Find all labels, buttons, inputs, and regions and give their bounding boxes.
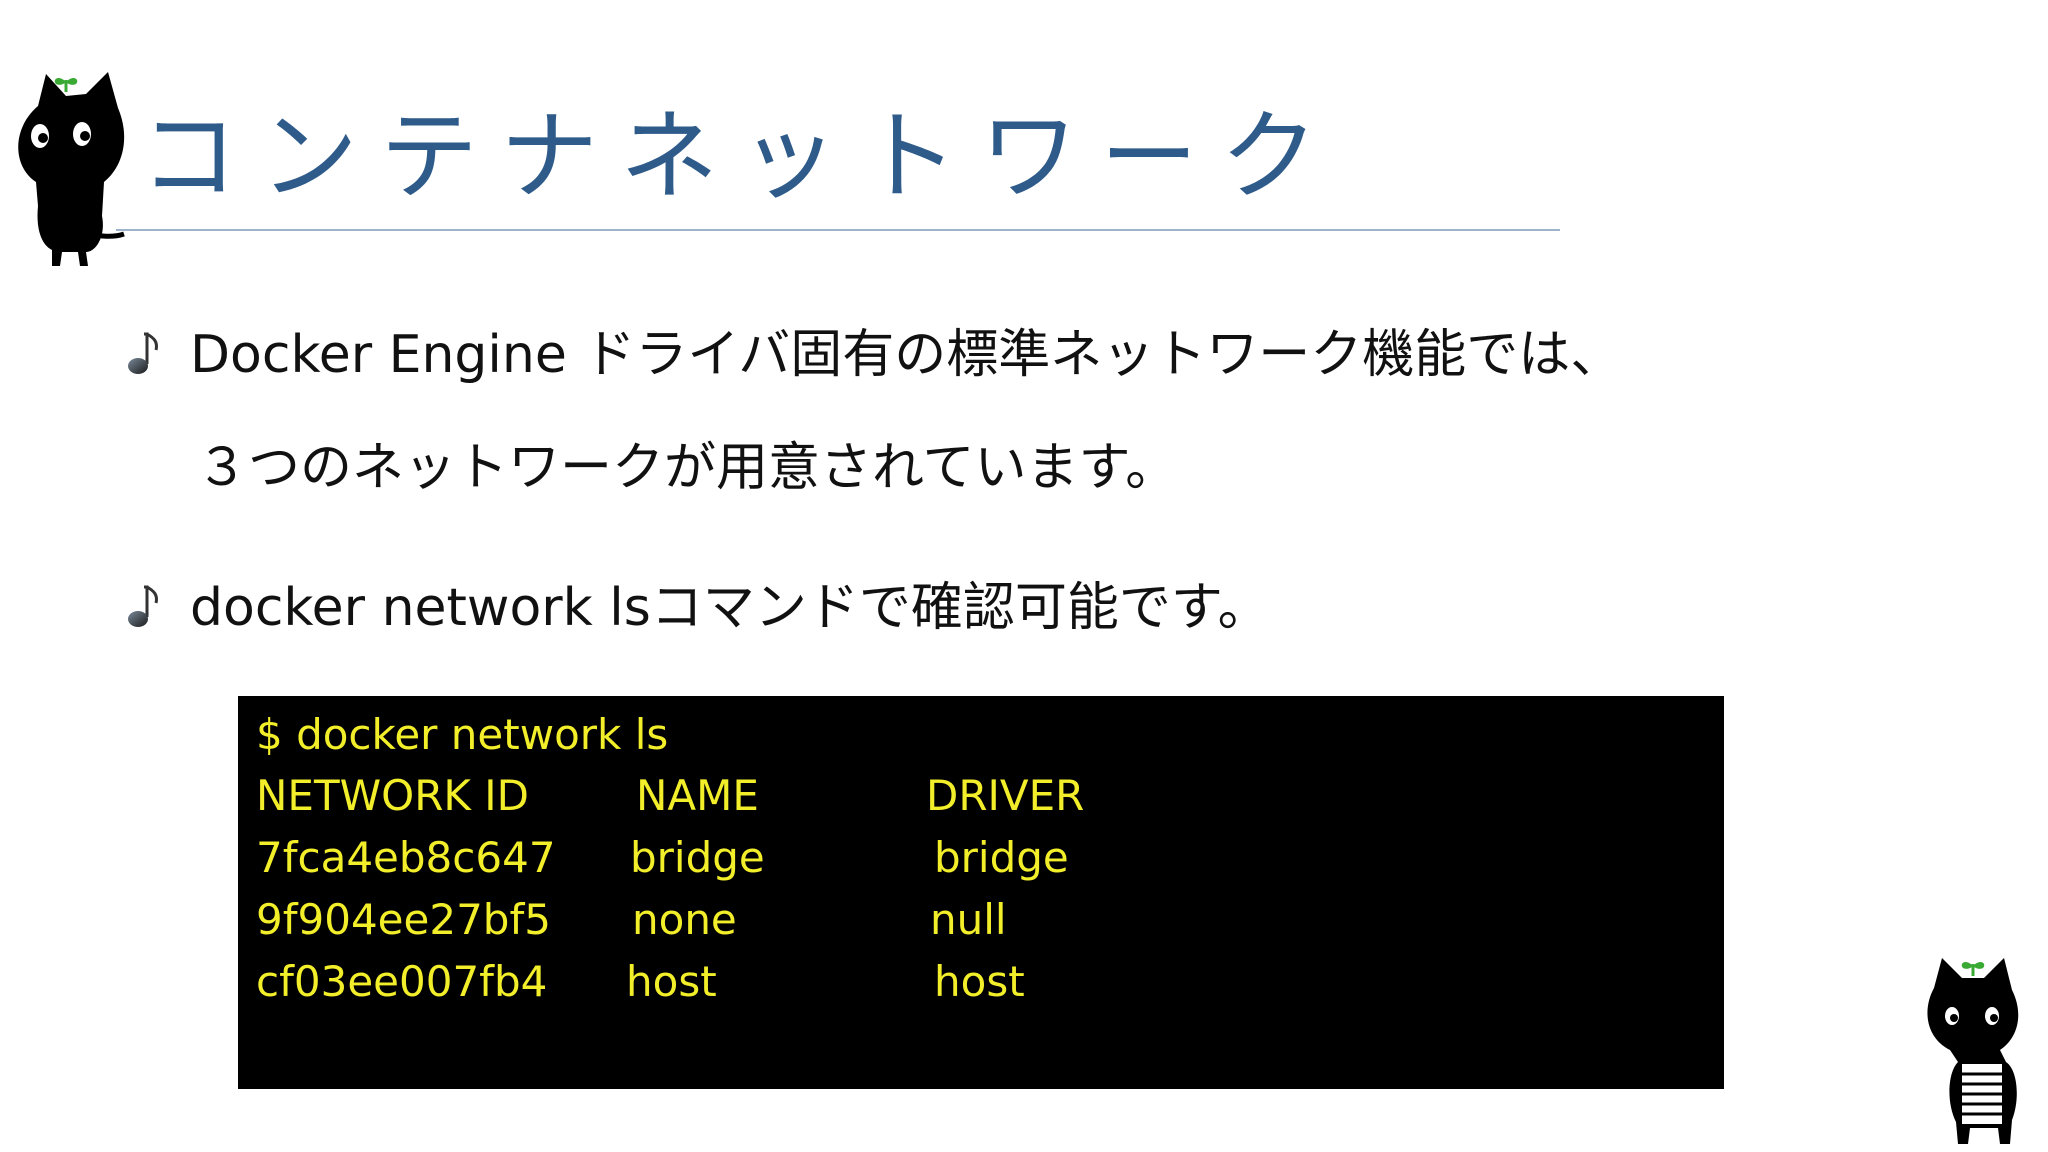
cat-mascot-icon (18, 72, 125, 266)
cat-mascot-icon (1927, 958, 2019, 1144)
bullet-1-text: Docker Engine ドライバ固有の標準ネットワーク機能では、 (190, 325, 1623, 385)
header-driver: DRIVER (926, 771, 1085, 820)
bullet-2-text: docker network lsコマンドで確認可能です。 (190, 578, 1270, 638)
title-divider (116, 229, 1560, 231)
slide-title: コンテナネットワーク (140, 100, 1341, 214)
network-name-cell: host (626, 957, 717, 1006)
network-driver-cell: host (934, 957, 1025, 1006)
network-id-cell: cf03ee007fb4 (256, 957, 548, 1006)
terminal-output: $ docker network ls NETWORK ID NAME DRIV… (238, 696, 1724, 1089)
terminal-command: $ docker network ls (256, 710, 669, 759)
network-name-cell: none (632, 895, 737, 944)
network-name-cell: bridge (630, 833, 765, 882)
network-driver-cell: null (930, 895, 1007, 944)
music-note-icon (128, 332, 158, 374)
header-name: NAME (636, 771, 759, 820)
bullet-1-continuation: ３つのネットワークが用意されています。 (196, 438, 1178, 498)
network-id-cell: 7fca4eb8c647 (256, 833, 556, 882)
network-driver-cell: bridge (934, 833, 1069, 882)
music-note-icon (128, 585, 158, 627)
header-network-id: NETWORK ID (256, 771, 529, 820)
network-id-cell: 9f904ee27bf5 (256, 895, 551, 944)
